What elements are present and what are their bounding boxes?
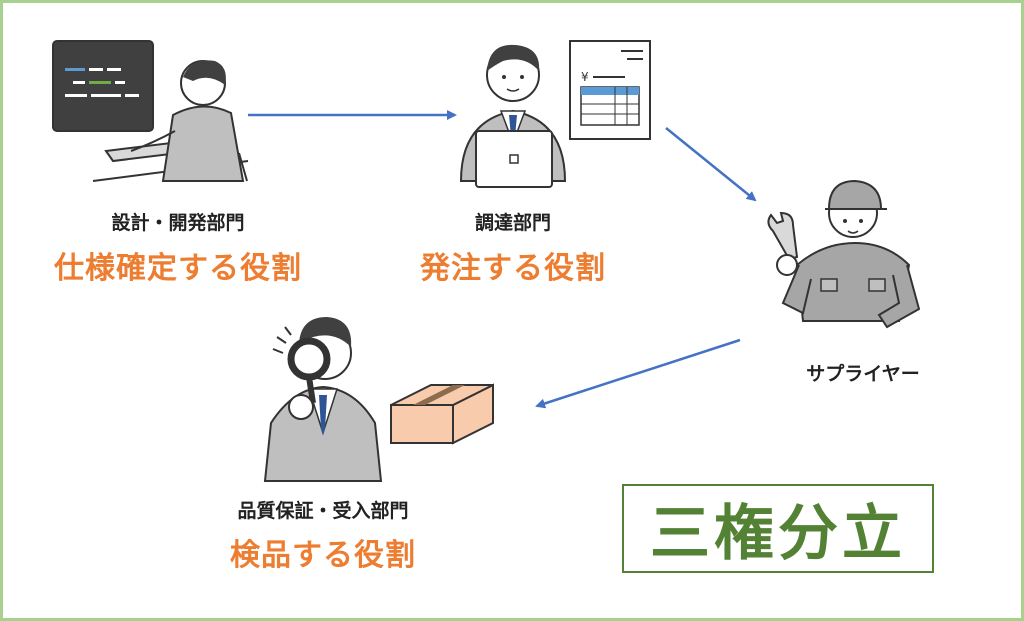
engineer-at-computer-icon bbox=[52, 40, 249, 182]
edge-supplier-to-qa bbox=[535, 338, 741, 409]
worker-with-wrench-icon bbox=[767, 179, 921, 329]
diagram-title: 三権分立 bbox=[650, 499, 906, 569]
svg-text:¥: ¥ bbox=[581, 70, 589, 84]
qa-dept-label: 品質保証・受入部門 bbox=[237, 500, 409, 522]
office-worker-laptop-icon bbox=[459, 44, 567, 188]
design-dept-label: 設計・開発部門 bbox=[111, 212, 245, 234]
inspector-magnifier-icon bbox=[263, 317, 383, 482]
title-box: 三権分立 bbox=[622, 484, 934, 573]
procurement-dept-label: 調達部門 bbox=[474, 212, 551, 234]
invoice-document-icon: ¥ bbox=[569, 40, 651, 140]
procurement-role-label: 発注する役割 bbox=[420, 251, 606, 286]
design-role-label: 仕様確定する役割 bbox=[54, 251, 302, 286]
supplier-label: サプライヤー bbox=[806, 363, 920, 385]
qa-role-label: 検品する役割 bbox=[230, 538, 416, 573]
edge-procurement-to-supplier bbox=[665, 127, 757, 202]
diagram-canvas: ¥ bbox=[52, 40, 921, 482]
cardboard-box-icon bbox=[390, 383, 494, 445]
